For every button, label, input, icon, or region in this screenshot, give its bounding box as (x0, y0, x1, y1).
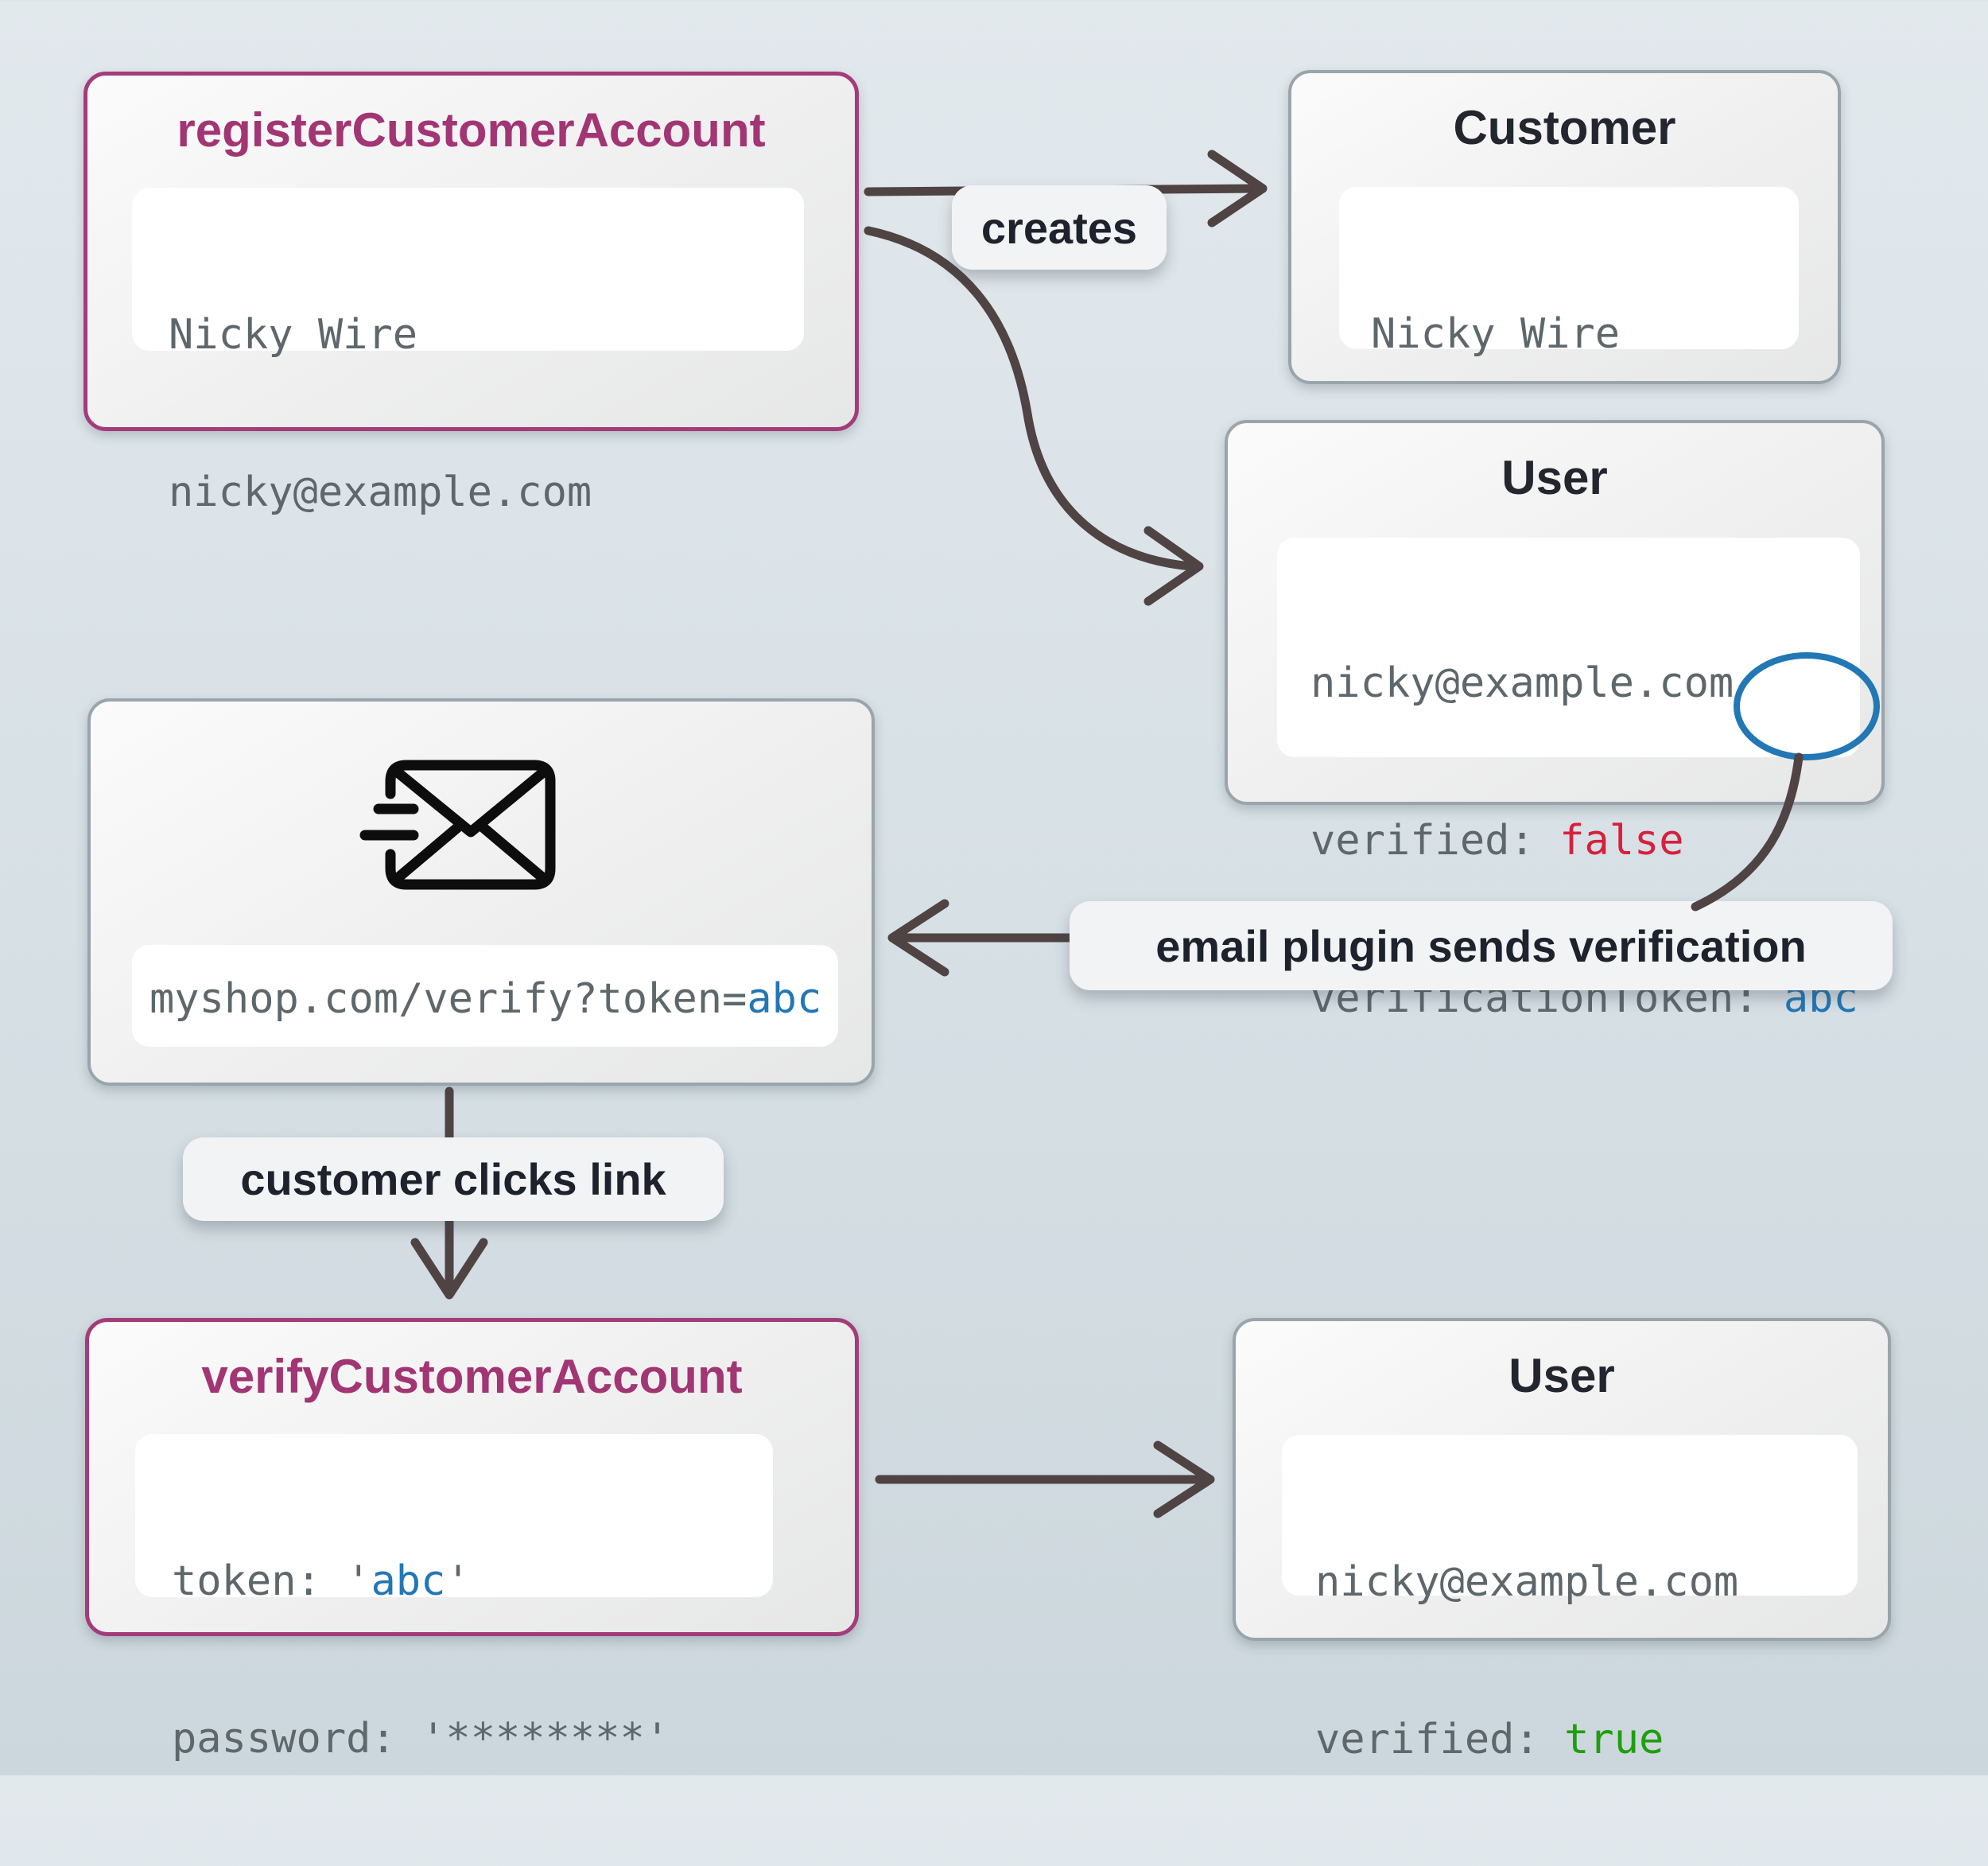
password-key: password: (172, 1715, 421, 1763)
password-masked-value: '********' (421, 1715, 670, 1763)
customer-name-value: Nicky Wire (1371, 310, 1621, 358)
user-verified-entity-box: User nicky@example.com verified: true (1233, 1318, 1891, 1763)
creates-edge-label-text: creates (980, 202, 1138, 253)
customer-box-payload: Nicky Wire nicky@example.com (1339, 187, 1799, 515)
verified-true-value: true (1564, 1716, 1664, 1763)
email-plugin-edge-label: email plugin sends verification (1070, 901, 1893, 990)
customer-box-title: Customer (1453, 101, 1676, 154)
register-box-title: registerCustomerAccount (177, 103, 766, 157)
verify-customer-account-box: verifyCustomerAccount token: 'abc' passw… (85, 1318, 859, 1763)
arrow-verify-to-user (875, 1440, 1215, 1518)
customer-clicks-edge-label-text: customer clicks link (240, 1154, 666, 1204)
verification-email-box: myshop.com/verify?token=abc (87, 698, 875, 1086)
verify-box-payload: token: 'abc' password: '********' (135, 1434, 773, 1763)
arrow-register-to-user (864, 226, 1204, 606)
token-open-quote: ' (346, 1557, 371, 1605)
creates-edge-label: creates (952, 185, 1167, 270)
verify-box-title: verifyCustomerAccount (201, 1350, 743, 1403)
user-verified-row: verified: true (1315, 1709, 1858, 1771)
arrow-plugin-to-email (887, 899, 1074, 977)
verification-url-prefix: myshop.com/verify?token= (149, 975, 747, 1023)
verification-url-token: abc (747, 975, 822, 1023)
user-unverified-entity-box: User nicky@example.com verified: false v… (1225, 420, 1885, 1022)
password-row: password: '********' (172, 1708, 773, 1770)
user-verified-box-payload: nicky@example.com verified: true (1282, 1435, 1858, 1763)
token-key: token: (172, 1557, 347, 1605)
customer-name-value: Nicky Wire (169, 311, 418, 359)
send-email-icon (345, 733, 608, 916)
customer-clicks-edge-label: customer clicks link (183, 1137, 724, 1221)
user-unverified-box-payload: nicky@example.com verified: false verifi… (1277, 538, 1860, 1022)
user-email-value: nicky@example.com (1315, 1558, 1739, 1606)
customer-entity-box: Customer Nicky Wire nicky@example.com (1288, 70, 1841, 515)
token-value: abc (371, 1557, 446, 1605)
verified-key: verified: (1310, 817, 1560, 865)
user-verified-row: verified: false (1310, 810, 1860, 872)
register-box-payload: Nicky Wire nicky@example.com (132, 188, 804, 516)
register-customer-account-box: registerCustomerAccount Nicky Wire nicky… (83, 72, 859, 516)
email-plugin-edge-label-text: email plugin sends verification (1155, 920, 1807, 971)
verified-false-value: false (1559, 817, 1684, 865)
user-email-value: nicky@example.com (1310, 659, 1734, 707)
user-unverified-box-title: User (1501, 451, 1608, 504)
verification-link-url: myshop.com/verify?token=abc (132, 945, 838, 1047)
verified-key: verified: (1315, 1716, 1565, 1763)
token-row: token: 'abc' (172, 1550, 773, 1612)
customer-email-value: nicky@example.com (169, 468, 592, 516)
token-close-quote: ' (445, 1557, 471, 1605)
user-verified-box-title: User (1508, 1349, 1615, 1402)
connector-arrows-layer (410, 150, 1268, 1518)
